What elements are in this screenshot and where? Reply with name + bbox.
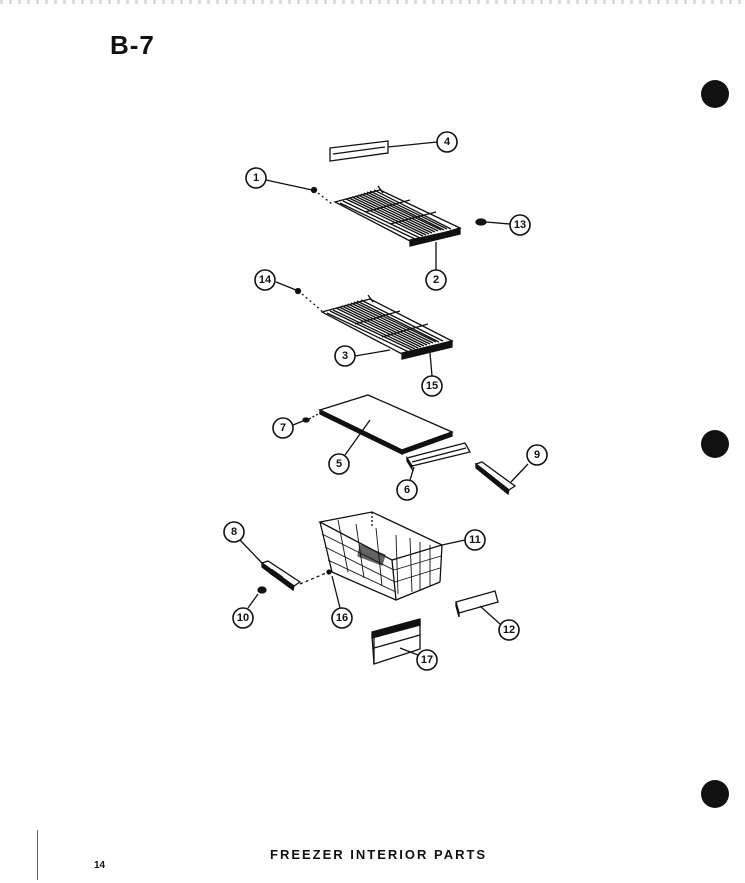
part-9-right-rail	[474, 461, 529, 496]
binder-hole-bottom	[701, 780, 729, 808]
callout-16: 16	[331, 607, 353, 629]
part-12-trim-block	[455, 590, 501, 625]
callout-15: 15	[421, 375, 443, 397]
part-16-pin	[299, 569, 341, 609]
callout-5: 5	[328, 453, 350, 475]
svg-text:6: 6	[404, 484, 410, 496]
part-10-stop-cap	[247, 586, 267, 609]
callout-2: 2	[425, 269, 447, 291]
part-17-basket-front	[371, 618, 421, 665]
page-code: B-7	[110, 30, 155, 60]
svg-text:9: 9	[534, 449, 540, 461]
part-8-left-rail	[239, 539, 302, 592]
margin-rule	[37, 830, 38, 880]
binder-hole-middle	[701, 430, 729, 458]
callout-4: 4	[436, 131, 458, 153]
callout-10: 10	[232, 607, 254, 629]
callout-11: 11	[464, 529, 486, 551]
callout-1: 1	[245, 167, 267, 189]
callout-7: 7	[272, 417, 294, 439]
callout-17: 17	[416, 649, 438, 671]
svg-text:14: 14	[259, 274, 272, 286]
callout-13: 13	[509, 214, 531, 236]
callout-9: 9	[526, 444, 548, 466]
part-5-shelf-plate	[318, 394, 454, 456]
svg-text:5: 5	[336, 458, 342, 470]
svg-text:1: 1	[253, 172, 259, 184]
svg-text:15: 15	[426, 380, 438, 392]
part-3-lower-wire-shelf	[320, 294, 454, 377]
part-4-trim-bar	[329, 140, 438, 162]
svg-text:8: 8	[231, 526, 237, 538]
callout-6: 6	[396, 479, 418, 501]
svg-text:11: 11	[469, 534, 481, 546]
callout-14: 14	[254, 269, 276, 291]
svg-text:2: 2	[433, 274, 439, 286]
svg-text:10: 10	[237, 612, 249, 624]
part-14-shelf-clip	[275, 281, 323, 312]
binder-hole-top	[701, 80, 729, 108]
callout-12: 12	[498, 619, 520, 641]
svg-text:16: 16	[336, 612, 348, 624]
svg-text:7: 7	[280, 422, 286, 434]
part-1-shelf-clip	[265, 179, 333, 205]
svg-text:13: 13	[514, 219, 526, 231]
callout-8: 8	[223, 521, 245, 543]
svg-text:12: 12	[503, 624, 515, 636]
callout-3: 3	[334, 345, 356, 367]
part-11-wire-basket	[318, 511, 466, 601]
footer-title: FREEZER INTERIOR PARTS	[270, 847, 488, 862]
part-7-fastener	[292, 412, 321, 426]
part-13-shelf-clip	[475, 218, 511, 226]
svg-text:4: 4	[444, 136, 451, 148]
svg-text:3: 3	[342, 350, 348, 362]
scan-noise	[0, 0, 745, 4]
page-number: 14	[94, 860, 106, 871]
svg-text:17: 17	[421, 654, 433, 666]
part-2-upper-wire-shelf	[333, 185, 462, 270]
part-6-front-trim	[405, 442, 471, 481]
